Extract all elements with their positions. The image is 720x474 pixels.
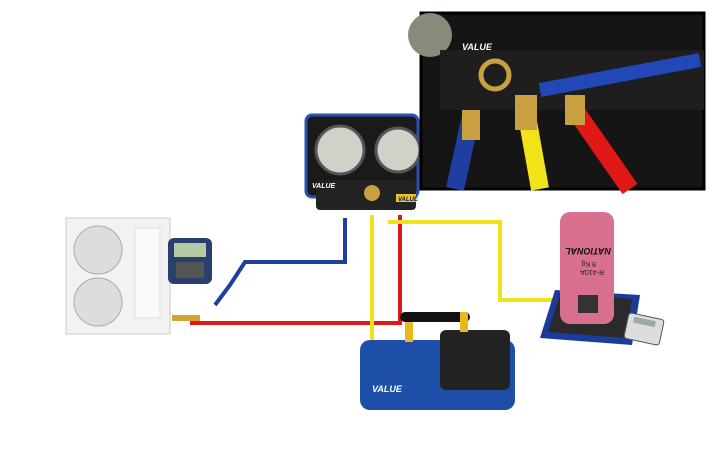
manifold-brand-2: VALUE [398, 197, 419, 203]
cylinder-brand: NATIONAL [565, 246, 611, 256]
vacuum-pump: VALUE [360, 312, 515, 410]
pump-motor [440, 330, 510, 390]
pump-brand: VALUE [372, 384, 403, 394]
high-side-red-hose [190, 215, 402, 325]
sight-glass [364, 185, 380, 201]
manifold-gauge-set: VALUE VALUE [304, 113, 422, 210]
scale-controller [623, 312, 665, 346]
fan-grille-bottom [73, 277, 123, 327]
fan-grille-top [73, 225, 123, 275]
refrigerant-type: R-410A [580, 268, 604, 275]
low-pressure-gauge [314, 124, 366, 176]
cylinder-valve [578, 295, 598, 313]
charging-yellow-hose [388, 220, 582, 302]
manifold-brand: VALUE [312, 183, 336, 190]
digital-vacuum-gauge [168, 238, 212, 284]
outdoor-condensing-unit [65, 217, 171, 335]
high-pressure-gauge [374, 126, 422, 174]
low-side-blue-hose [213, 218, 347, 307]
inset-closeup-manifold-ports: VALUE [408, 11, 706, 195]
inset-brand: VALUE [462, 42, 493, 52]
pump-handle [400, 312, 470, 322]
refrigerant-cylinder: R-410A 9 Kg NATIONAL [560, 212, 614, 324]
cylinder-weight: 9 Kg [581, 260, 596, 267]
